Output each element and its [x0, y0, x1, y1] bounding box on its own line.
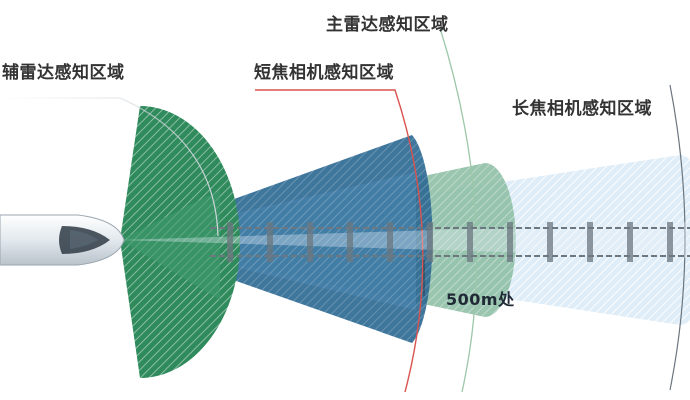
- railway-track: [210, 222, 690, 262]
- main-radar-label: 主雷达感知区域: [326, 15, 449, 35]
- long-camera-label: 长焦相机感知区域: [512, 99, 652, 119]
- aux-radar-label: 辅雷达感知区域: [2, 63, 125, 83]
- short-camera-label: 短焦相机感知区域: [254, 63, 394, 83]
- distance-label: 500m处: [446, 290, 515, 309]
- aux-radar-zone: [0, 97, 240, 378]
- train-icon: [0, 214, 125, 266]
